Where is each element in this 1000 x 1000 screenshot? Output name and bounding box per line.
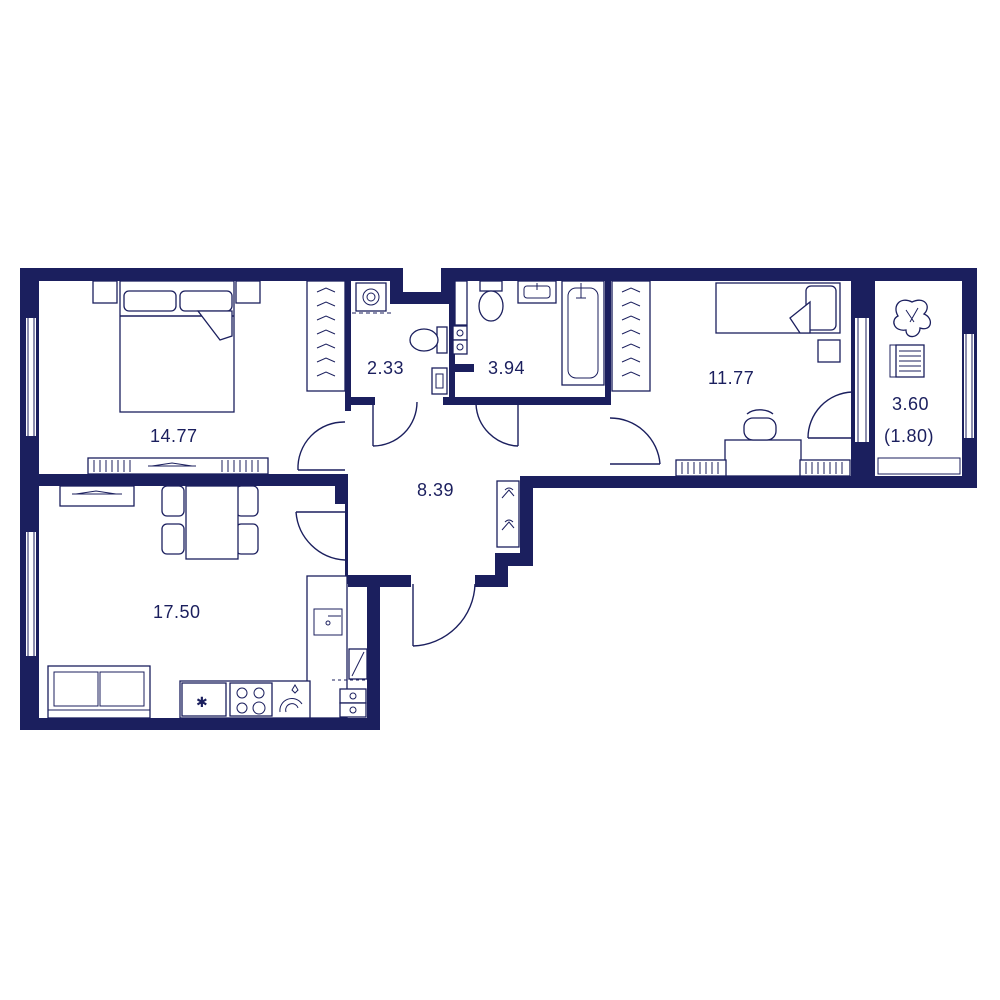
bedroom-area-label: 14.77 bbox=[150, 426, 198, 446]
radiator-icon bbox=[59, 485, 135, 507]
bathroom: 3.94 bbox=[478, 280, 605, 386]
double-bed-icon bbox=[92, 280, 261, 413]
room2: 11.77 bbox=[611, 280, 853, 477]
sink-icon bbox=[313, 608, 343, 636]
chair-icon bbox=[889, 344, 925, 378]
wardrobe-icon bbox=[306, 280, 346, 392]
wc-area-label: 2.33 bbox=[367, 358, 404, 378]
sink-icon bbox=[517, 280, 557, 304]
bathroom-area-label: 3.94 bbox=[488, 358, 525, 378]
bathtub-icon bbox=[561, 280, 605, 386]
wardrobe-icon bbox=[496, 480, 520, 548]
toilet-icon bbox=[478, 280, 504, 322]
wc: 2.33 bbox=[352, 280, 468, 395]
chair-icon bbox=[743, 409, 777, 441]
sofa-icon bbox=[47, 665, 151, 719]
plant-icon bbox=[893, 299, 931, 338]
sink-icon bbox=[431, 367, 448, 395]
kitchen-area-label: 17.50 bbox=[153, 602, 201, 622]
dining-table-icon bbox=[161, 485, 259, 560]
radiator-icon bbox=[675, 459, 851, 477]
shaft-icon bbox=[452, 280, 468, 355]
washer-icon bbox=[355, 282, 387, 312]
balcony-area-label: 3.60 bbox=[892, 394, 929, 414]
hall-area-label: 8.39 bbox=[417, 480, 454, 500]
wardrobe-icon bbox=[611, 280, 651, 392]
radiator-icon bbox=[87, 457, 269, 475]
bedroom: 14.77 bbox=[87, 280, 346, 475]
windows bbox=[26, 318, 974, 656]
fridge-icon bbox=[332, 648, 368, 718]
boiler-icon bbox=[279, 684, 303, 713]
hall: 8.39 bbox=[295, 401, 661, 647]
toilet-icon bbox=[409, 326, 448, 354]
desk-icon bbox=[724, 439, 802, 477]
balcony: 3.60 (1.80) bbox=[877, 299, 961, 475]
door-swing-icon bbox=[295, 401, 661, 647]
door-swing-icon bbox=[807, 391, 853, 439]
single-bed-icon bbox=[715, 282, 841, 363]
kitchen-living: ✱ 17.50 bbox=[47, 485, 368, 719]
dishwasher-icon: ✱ bbox=[181, 682, 227, 717]
balcony-reduced-area-label: (1.80) bbox=[884, 426, 934, 446]
stove-icon bbox=[229, 682, 273, 717]
svg-text:✱: ✱ bbox=[196, 695, 208, 711]
room2-area-label: 11.77 bbox=[708, 368, 754, 388]
